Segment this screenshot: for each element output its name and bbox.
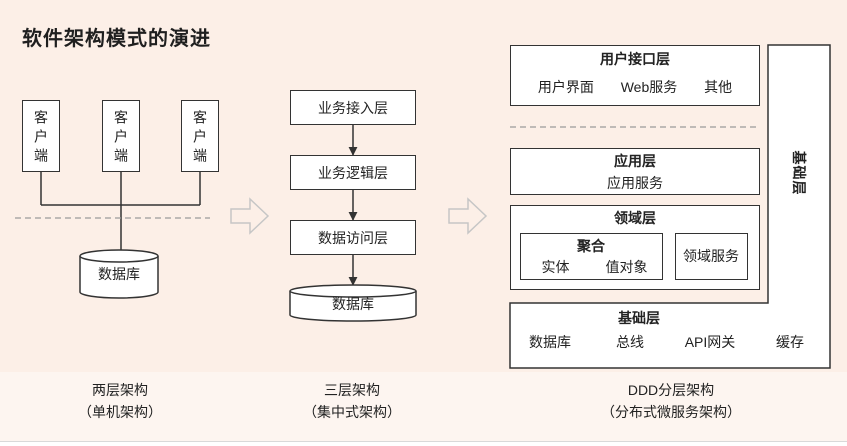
data-access-layer-box: 数据访问层: [290, 220, 416, 255]
user-interface-layer-title: 用户接口层: [600, 51, 670, 67]
three-tier-database-label: 数据库: [332, 296, 374, 312]
aggregate-item-value-object: 值对象: [605, 258, 648, 275]
domain-layer: 领域层 聚合 实体 值对象 领域服务: [510, 205, 760, 290]
infrastructure-item: API网关: [684, 334, 736, 350]
caption-band: [0, 372, 847, 441]
client-label: 客户端: [192, 110, 208, 167]
infrastructure-layer-shape: [509, 44, 831, 369]
two-tier-connectors: [40, 172, 201, 250]
application-item: 应用服务: [607, 175, 663, 191]
two-tier-subcaption: （单机架构）: [78, 404, 162, 420]
aggregate-box: 聚合 实体 值对象: [519, 232, 663, 280]
two-tier-database-label: 数据库: [98, 266, 140, 282]
logic-layer-box: 业务逻辑层: [290, 155, 416, 190]
cylinder-top: [79, 249, 159, 263]
user-interface-layer: 用户接口层 用户界面 Web服务 其他: [510, 45, 760, 106]
three-tier-database-cylinder: [289, 284, 417, 322]
aggregate-item-entity: 实体: [541, 258, 570, 275]
evolution-arrow-1: [230, 197, 270, 235]
user-interface-item: 用户界面: [537, 79, 594, 95]
two-tier-database-cylinder: [79, 249, 159, 299]
infrastructure-layer-title: 基础层: [618, 310, 660, 326]
application-layer: 应用层 应用服务: [510, 148, 760, 195]
domain-service-box: 领域服务: [674, 232, 748, 280]
user-interface-item: 其他: [704, 79, 733, 95]
three-tier-subcaption: （集中式架构）: [303, 404, 401, 420]
cylinder-body: [79, 256, 159, 299]
client-label: 客户端: [33, 110, 49, 167]
infrastructure-item: 数据库: [529, 334, 571, 350]
user-interface-item: Web服务: [620, 79, 678, 95]
ddd-caption: DDD分层架构: [627, 382, 715, 398]
aggregate-title: 聚合: [577, 237, 605, 254]
bottom-rule: [0, 441, 847, 446]
domain-layer-title: 领域层: [614, 210, 656, 226]
cylinder-body: [289, 291, 417, 322]
infrastructure-item: 缓存: [776, 334, 804, 350]
data-access-layer-label: 数据访问层: [318, 229, 388, 246]
client-box: 客户端: [22, 100, 60, 172]
infrastructure-side-label: 基础层: [791, 150, 807, 196]
two-tier-caption: 两层架构: [92, 382, 148, 398]
client-box: 客户端: [102, 100, 140, 172]
three-tier-caption: 三层架构: [324, 382, 380, 398]
client-label: 客户端: [113, 110, 129, 167]
evolution-arrow-2: [448, 197, 488, 235]
user-interface-items: 用户界面 Web服务 其他: [511, 78, 759, 96]
application-items: 应用服务: [511, 174, 759, 192]
infrastructure-items: 数据库 总线 API网关 缓存: [510, 333, 830, 351]
infrastructure-item: 总线: [616, 334, 644, 350]
access-layer-label: 业务接入层: [318, 99, 388, 116]
application-layer-title: 应用层: [614, 153, 656, 169]
ddd-subcaption: （分布式微服务架构）: [601, 404, 741, 420]
client-box: 客户端: [181, 100, 219, 172]
access-layer-box: 业务接入层: [290, 90, 416, 125]
page-title: 软件架构模式的演进: [22, 28, 211, 50]
logic-layer-label: 业务逻辑层: [318, 164, 388, 181]
domain-service-label: 领域服务: [683, 248, 739, 264]
cylinder-top: [289, 284, 417, 298]
